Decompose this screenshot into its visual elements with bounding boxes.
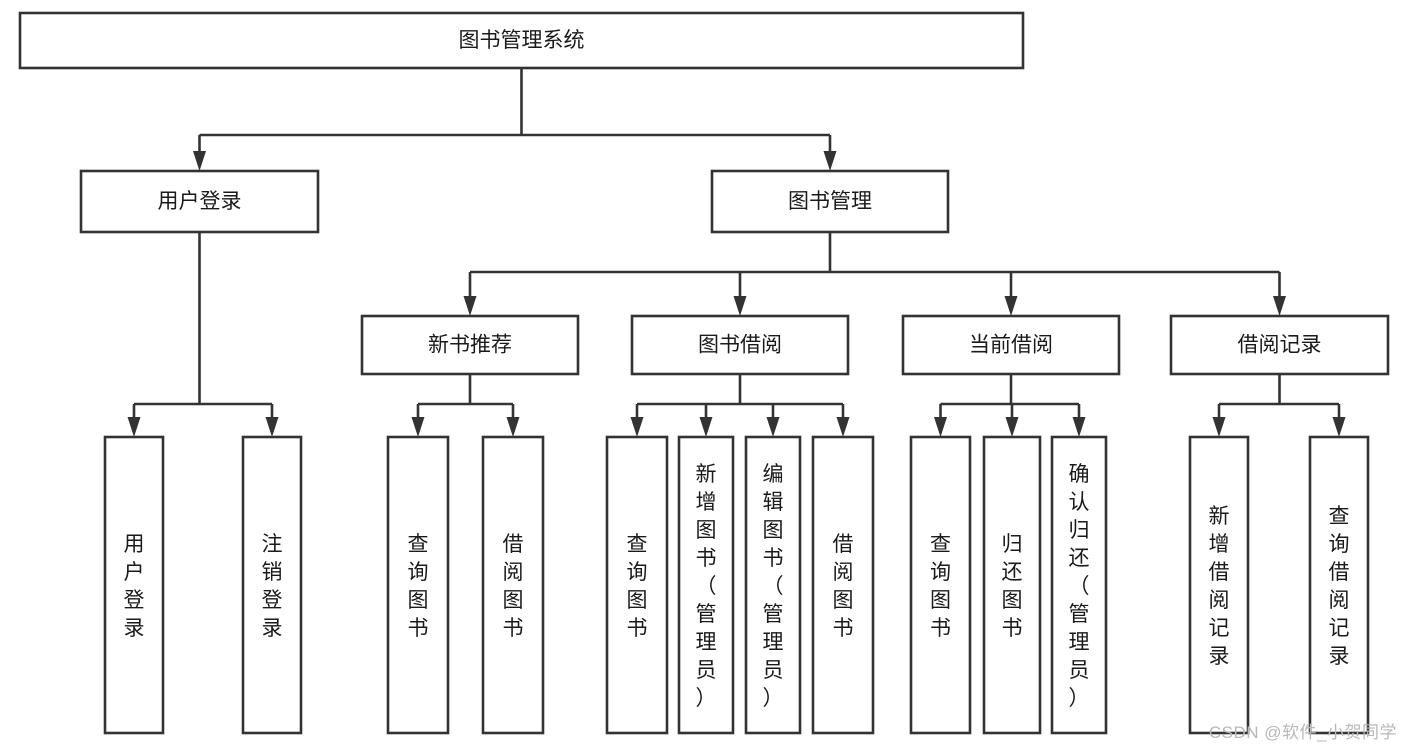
node-layer: 图书管理系统用户登录图书管理新书推荐图书借阅当前借阅借阅记录用户登录注销登录查询… [18, 11, 1390, 735]
arrow-head-icon [733, 296, 747, 316]
arrow-head-icon [699, 417, 713, 437]
arrow-head-icon [1273, 296, 1286, 316]
node-box[interactable] [744, 435, 802, 735]
node-label: 图书管理 [788, 190, 872, 213]
node-box[interactable] [677, 435, 735, 735]
node-label: 借阅记录 [1238, 334, 1322, 357]
arrow-head-icon [1072, 417, 1086, 437]
node-box[interactable] [1308, 435, 1370, 735]
node-box[interactable] [481, 435, 545, 735]
node-label: 确认归还（管理员） [1069, 463, 1090, 710]
node-box[interactable] [901, 314, 1121, 376]
node-box[interactable] [241, 435, 303, 735]
node-label: 新书推荐 [428, 334, 512, 357]
node-leaf-query-borrow-record[interactable]: 查询借阅记录 [1308, 435, 1370, 735]
node-leaf-query-book-cur[interactable]: 查询图书 [909, 435, 972, 735]
arrow-head-icon [836, 417, 850, 437]
node-box[interactable] [1188, 435, 1250, 735]
node-box[interactable] [605, 435, 669, 735]
arrow-head-icon [411, 417, 425, 437]
node-box[interactable] [710, 169, 950, 234]
node-label: 查询图书 [408, 533, 429, 640]
arrow-head-icon [823, 151, 837, 171]
connector-group [934, 374, 1086, 437]
node-box[interactable] [811, 435, 875, 735]
node-book-manage[interactable]: 图书管理 [710, 169, 950, 234]
node-box[interactable] [630, 314, 850, 376]
node-leaf-query-book-rec[interactable]: 查询图书 [386, 435, 450, 735]
node-label: 新增图书（管理员） [696, 463, 717, 710]
node-leaf-confirm-return[interactable]: 确认归还（管理员） [1050, 435, 1108, 735]
node-leaf-query-book-borrow[interactable]: 查询图书 [605, 435, 669, 735]
node-leaf-user-logout[interactable]: 注销登录 [241, 435, 303, 735]
node-box[interactable] [360, 314, 580, 376]
arrow-head-icon [265, 417, 279, 437]
connector-group [630, 374, 850, 437]
node-label: 借阅图书 [833, 533, 854, 640]
connector-group [463, 232, 1286, 316]
node-leaf-edit-book[interactable]: 编辑图书（管理员） [744, 435, 802, 735]
arrow-head-icon [1332, 417, 1346, 437]
node-label: 当前借阅 [969, 334, 1053, 357]
arrow-head-icon [506, 417, 520, 437]
arrow-head-icon [1004, 296, 1018, 316]
node-book-borrow[interactable]: 图书借阅 [630, 314, 850, 376]
node-leaf-borrow-book[interactable]: 借阅图书 [811, 435, 875, 735]
node-leaf-user-login[interactable]: 用户登录 [103, 435, 165, 735]
connector-group [193, 68, 837, 171]
node-box[interactable] [982, 435, 1042, 735]
node-user-login[interactable]: 用户登录 [79, 169, 320, 234]
node-borrow-record[interactable]: 借阅记录 [1169, 314, 1390, 376]
arrow-head-icon [1005, 417, 1019, 437]
connector-group [411, 374, 520, 437]
node-leaf-add-book[interactable]: 新增图书（管理员） [677, 435, 735, 735]
node-box[interactable] [79, 169, 320, 234]
node-label: 用户登录 [124, 533, 145, 640]
arrow-head-icon [630, 417, 644, 437]
arrow-head-icon [766, 417, 780, 437]
node-label: 查询图书 [627, 533, 648, 640]
node-leaf-add-borrow-record[interactable]: 新增借阅记录 [1188, 435, 1250, 735]
node-label: 查询借阅记录 [1329, 505, 1350, 668]
arrow-head-icon [1212, 417, 1226, 437]
node-label: 借阅图书 [503, 533, 524, 640]
arrow-head-icon [934, 417, 947, 437]
node-root[interactable]: 图书管理系统 [18, 11, 1025, 70]
node-leaf-return-book[interactable]: 归还图书 [982, 435, 1042, 735]
node-box[interactable] [103, 435, 165, 735]
node-box[interactable] [18, 11, 1025, 70]
node-label: 图书借阅 [698, 334, 782, 357]
node-label: 用户登录 [158, 190, 242, 213]
node-box[interactable] [909, 435, 972, 735]
node-box[interactable] [1169, 314, 1390, 376]
node-box[interactable] [386, 435, 450, 735]
arrow-head-icon [463, 296, 477, 316]
node-new-book-recommend[interactable]: 新书推荐 [360, 314, 580, 376]
connector-layer [127, 68, 1346, 437]
node-current-borrow[interactable]: 当前借阅 [901, 314, 1121, 376]
node-label: 查询图书 [930, 533, 951, 640]
node-label: 新增借阅记录 [1209, 505, 1230, 668]
arrow-head-icon [127, 417, 141, 437]
node-label: 归还图书 [1002, 533, 1023, 640]
node-label: 编辑图书（管理员） [763, 463, 784, 710]
connector-group [127, 232, 279, 437]
node-label: 注销登录 [262, 533, 283, 640]
arrow-head-icon [193, 151, 206, 171]
node-box[interactable] [1050, 435, 1108, 735]
node-leaf-borrow-book-rec[interactable]: 借阅图书 [481, 435, 545, 735]
node-label: 图书管理系统 [459, 29, 585, 52]
connector-group [1212, 374, 1346, 437]
